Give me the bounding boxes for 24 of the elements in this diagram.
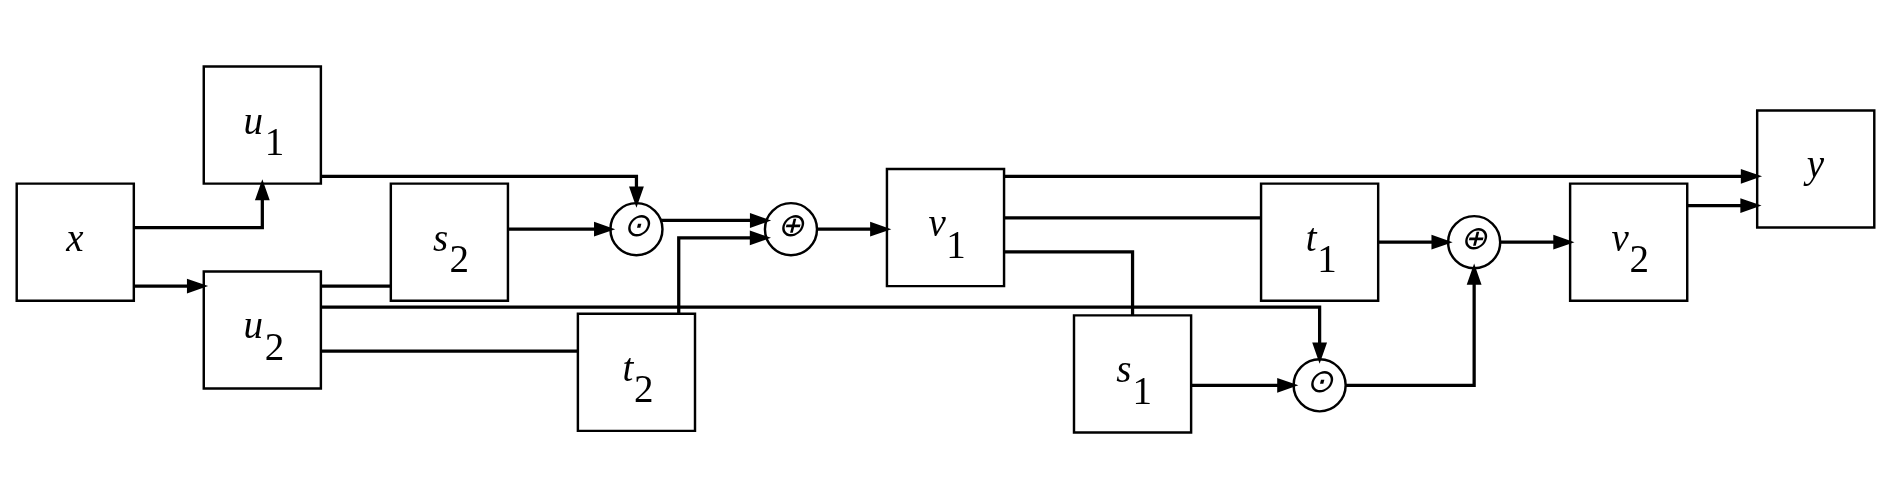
arrow bbox=[133, 278, 209, 294]
arrow bbox=[677, 230, 771, 314]
connector bbox=[1004, 250, 1135, 316]
arrow bbox=[817, 221, 892, 237]
node-circle: ⊙ bbox=[1292, 358, 1347, 413]
arrow bbox=[321, 174, 644, 208]
connector bbox=[321, 349, 578, 353]
arrow bbox=[1345, 263, 1482, 387]
node-circle: ⊙ bbox=[609, 201, 664, 257]
arrow bbox=[133, 179, 270, 230]
arrow bbox=[321, 305, 1328, 364]
node-box: x bbox=[15, 182, 136, 302]
arrow bbox=[1687, 198, 1762, 213]
arrow bbox=[661, 213, 772, 228]
arrow bbox=[1500, 234, 1575, 250]
connector bbox=[321, 284, 391, 288]
arrow bbox=[1191, 377, 1299, 393]
arrow bbox=[1378, 234, 1453, 250]
arrow bbox=[508, 221, 616, 237]
node-circle: ⊕ bbox=[1446, 214, 1502, 270]
arrow bbox=[1004, 168, 1762, 184]
connector bbox=[1004, 216, 1261, 220]
node-box: y bbox=[1755, 109, 1876, 229]
node-circle: ⊕ bbox=[763, 201, 819, 257]
